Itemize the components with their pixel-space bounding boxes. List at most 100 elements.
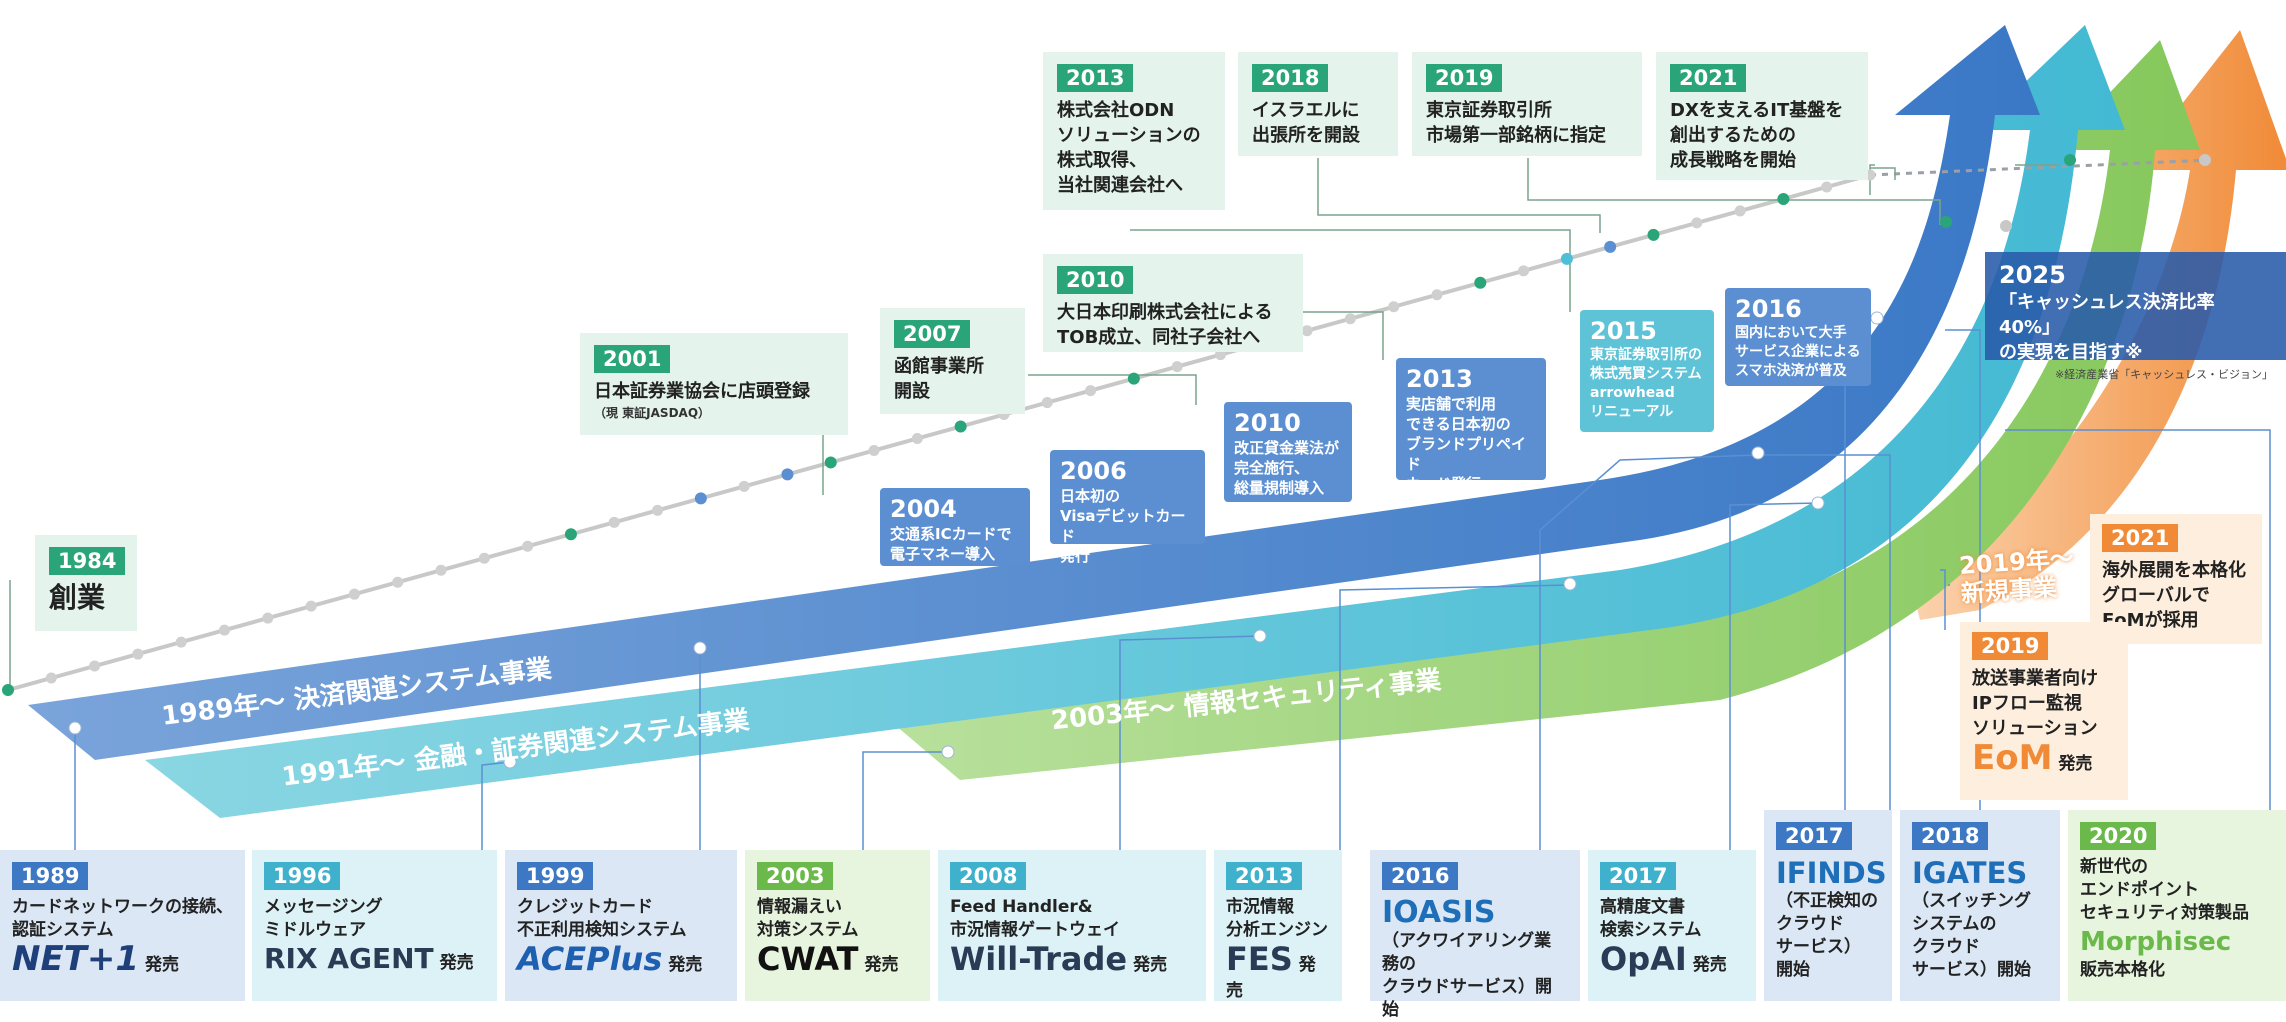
milestone-year: 2021 [1670, 64, 1747, 92]
milestone-card-2001: 2001 日本証券業協会に店頭登録 （現 東証JASDAQ） [580, 333, 848, 435]
timeline-dot [1691, 217, 1703, 229]
product-year: 2017 [1776, 822, 1853, 850]
milestone-text: 東京証券取引所 市場第一部銘柄に指定 [1426, 100, 1606, 146]
timeline-dot [522, 540, 534, 552]
connector-dot [503, 755, 517, 769]
product-suffix: 発売 [439, 953, 474, 973]
product-card-2020-morphisec: 2020 新世代の エンドポイント セキュリティ対策製品 Morphisec 販… [2068, 810, 2286, 1001]
timeline-line [7, 173, 1871, 692]
connector-dot [1253, 629, 1267, 643]
timeline-dot [824, 456, 837, 469]
timeline-dot [45, 672, 57, 684]
callout-2016: 2016 国内において大手 サービス企業による スマホ決済が普及 [1725, 288, 1871, 386]
milestone-card-2021: 2021 DXを支えるIT基盤を 創出するための 成長戦略を開始 [1656, 52, 1868, 180]
callout-2015: 2015 東京証券取引所の 株式売買システム arrowhead リニューアル [1580, 310, 1714, 432]
callout-year: 2016 [1735, 295, 1802, 323]
milestone-subtext: （現 東証JASDAQ） [594, 406, 711, 420]
product-text: 新世代の エンドポイント セキュリティ対策製品 [2080, 857, 2249, 923]
product-suffix: 発売 [864, 955, 899, 975]
product-card-2017-ifinds: 2017 IFINDS （不正検知の クラウド サービス） 開始 [1764, 810, 1892, 1001]
callout-2013: 2013 実店舗で利用 できる日本初の ブランドプリペイド カード発行 [1396, 358, 1546, 493]
goal-note: ※経済産業省「キャッシュレス・ビジョン」 [2055, 368, 2273, 381]
timeline-dot [1474, 276, 1487, 289]
timeline-dot [608, 516, 620, 528]
product-name: IGATES [1912, 856, 2028, 890]
timeline-dot [1431, 289, 1443, 301]
product-name: OpAI [1600, 940, 1687, 978]
timeline-dot [1560, 252, 1573, 265]
product-text: （スイッチング システムの クラウド サービス）開始 [1912, 891, 2031, 980]
milestone-text: 函館事業所 開設 [894, 356, 984, 402]
milestone-text: DXを支えるIT基盤を 創出するための 成長戦略を開始 [1670, 100, 1844, 171]
timeline-dot [305, 600, 317, 612]
callout-year: 2010 [1234, 409, 1301, 437]
product-name: IOASIS [1382, 895, 1496, 930]
product-suffix: 発売 [668, 955, 703, 975]
new-business-year: 2019 [1972, 632, 2049, 660]
product-year: 2008 [950, 862, 1027, 890]
timeline-dot [911, 432, 923, 444]
milestone-year: 2001 [594, 345, 671, 373]
product-text: （アクワイアリング業務の クラウドサービス）開始 [1382, 931, 1552, 1020]
connector-dot [1870, 311, 1884, 325]
band-orange [1910, 30, 2286, 620]
timeline-dot [219, 624, 231, 636]
milestone-text: 大日本印刷株式会社による TOB成立、同社子会社へ [1057, 302, 1273, 348]
callout-2004: 2004 交通系ICカードで 電子マネー導入 [880, 488, 1030, 566]
timeline-dot [1604, 240, 1617, 253]
product-year: 2016 [1382, 862, 1459, 890]
product-name: ACEPlus [517, 940, 663, 978]
connector-dot [1811, 496, 1825, 510]
milestone-text: 日本証券業協会に店頭登録 [594, 381, 810, 402]
callout-text: 実店舗で利用 できる日本初の ブランドプリペイド カード発行 [1406, 395, 1527, 493]
product-text: カードネットワークの接続、 認証システム [12, 897, 233, 940]
callout-text: 東京証券取引所の 株式売買システム arrowhead リニューアル [1590, 347, 1702, 420]
product-text: 高精度文書 検索システム [1600, 897, 1702, 940]
product-name: NET+1 [12, 939, 140, 979]
callout-text: 改正貸金業法が 完全施行、 総量規制導入 [1234, 439, 1340, 497]
history-diagram: 1989年～ 決済関連システム事業 1991年～ 金融・証券関連システム事業 2… [0, 25, 2286, 1020]
callout-year: 2015 [1590, 317, 1657, 345]
new-business-text: 放送事業者向け IPフロー監視 ソリューション [1972, 668, 2098, 739]
timeline-dot [954, 420, 967, 433]
milestone-card-2013: 2013 株式会社ODN ソリューションの 株式取得、 当社関連会社へ [1043, 52, 1225, 210]
callout-2006: 2006 日本初の Visaデビットカード 発行 [1050, 450, 1205, 565]
product-name: RIX AGENT [264, 942, 434, 975]
band-lime [895, 40, 2200, 780]
timeline-dot [1171, 361, 1183, 373]
timeline-dot [1777, 192, 1790, 205]
product-year: 2017 [1600, 862, 1677, 890]
milestone-card-2019: 2019 東京証券取引所 市場第一部銘柄に指定 [1412, 52, 1642, 156]
timeline-dot [738, 480, 750, 492]
goal-text: 「キャッシュレス決済比率40%」 の実現を目指す※ [1999, 292, 2215, 363]
timeline-dot [132, 648, 144, 660]
timeline-dot [1821, 181, 1833, 193]
product-year: 1996 [264, 862, 341, 890]
timeline-dot [89, 660, 101, 672]
new-business-year: 2021 [2102, 524, 2179, 552]
connector-dot [1751, 446, 1765, 460]
milestone-text: イスラエルに 出張所を開設 [1252, 100, 1360, 146]
band-cyan [145, 25, 2125, 818]
product-card-2018-igates: 2018 IGATES （スイッチング システムの クラウド サービス）開始 [1900, 810, 2060, 1001]
connector-dot [2199, 154, 2211, 166]
timeline-dot [564, 528, 577, 541]
product-suffix: 発売 [1133, 955, 1168, 975]
product-name: Will-Trade [950, 940, 1128, 978]
goal-year: 2025 [1999, 261, 2066, 289]
product-name: IFINDS [1776, 856, 1887, 890]
milestone-year: 2013 [1057, 64, 1134, 92]
milestone-year: 2019 [1426, 64, 1503, 92]
milestone-year: 1984 [49, 547, 126, 575]
connector-dot [1940, 216, 1952, 228]
connector-dot [68, 721, 82, 735]
product-name: FES [1226, 940, 1293, 978]
product-year: 2013 [1226, 862, 1303, 890]
timeline-dot [1041, 397, 1053, 409]
milestone-text: 創業 [49, 581, 106, 614]
callout-text: 日本初の Visaデビットカード 発行 [1060, 487, 1186, 565]
product-year: 2020 [2080, 822, 2157, 850]
